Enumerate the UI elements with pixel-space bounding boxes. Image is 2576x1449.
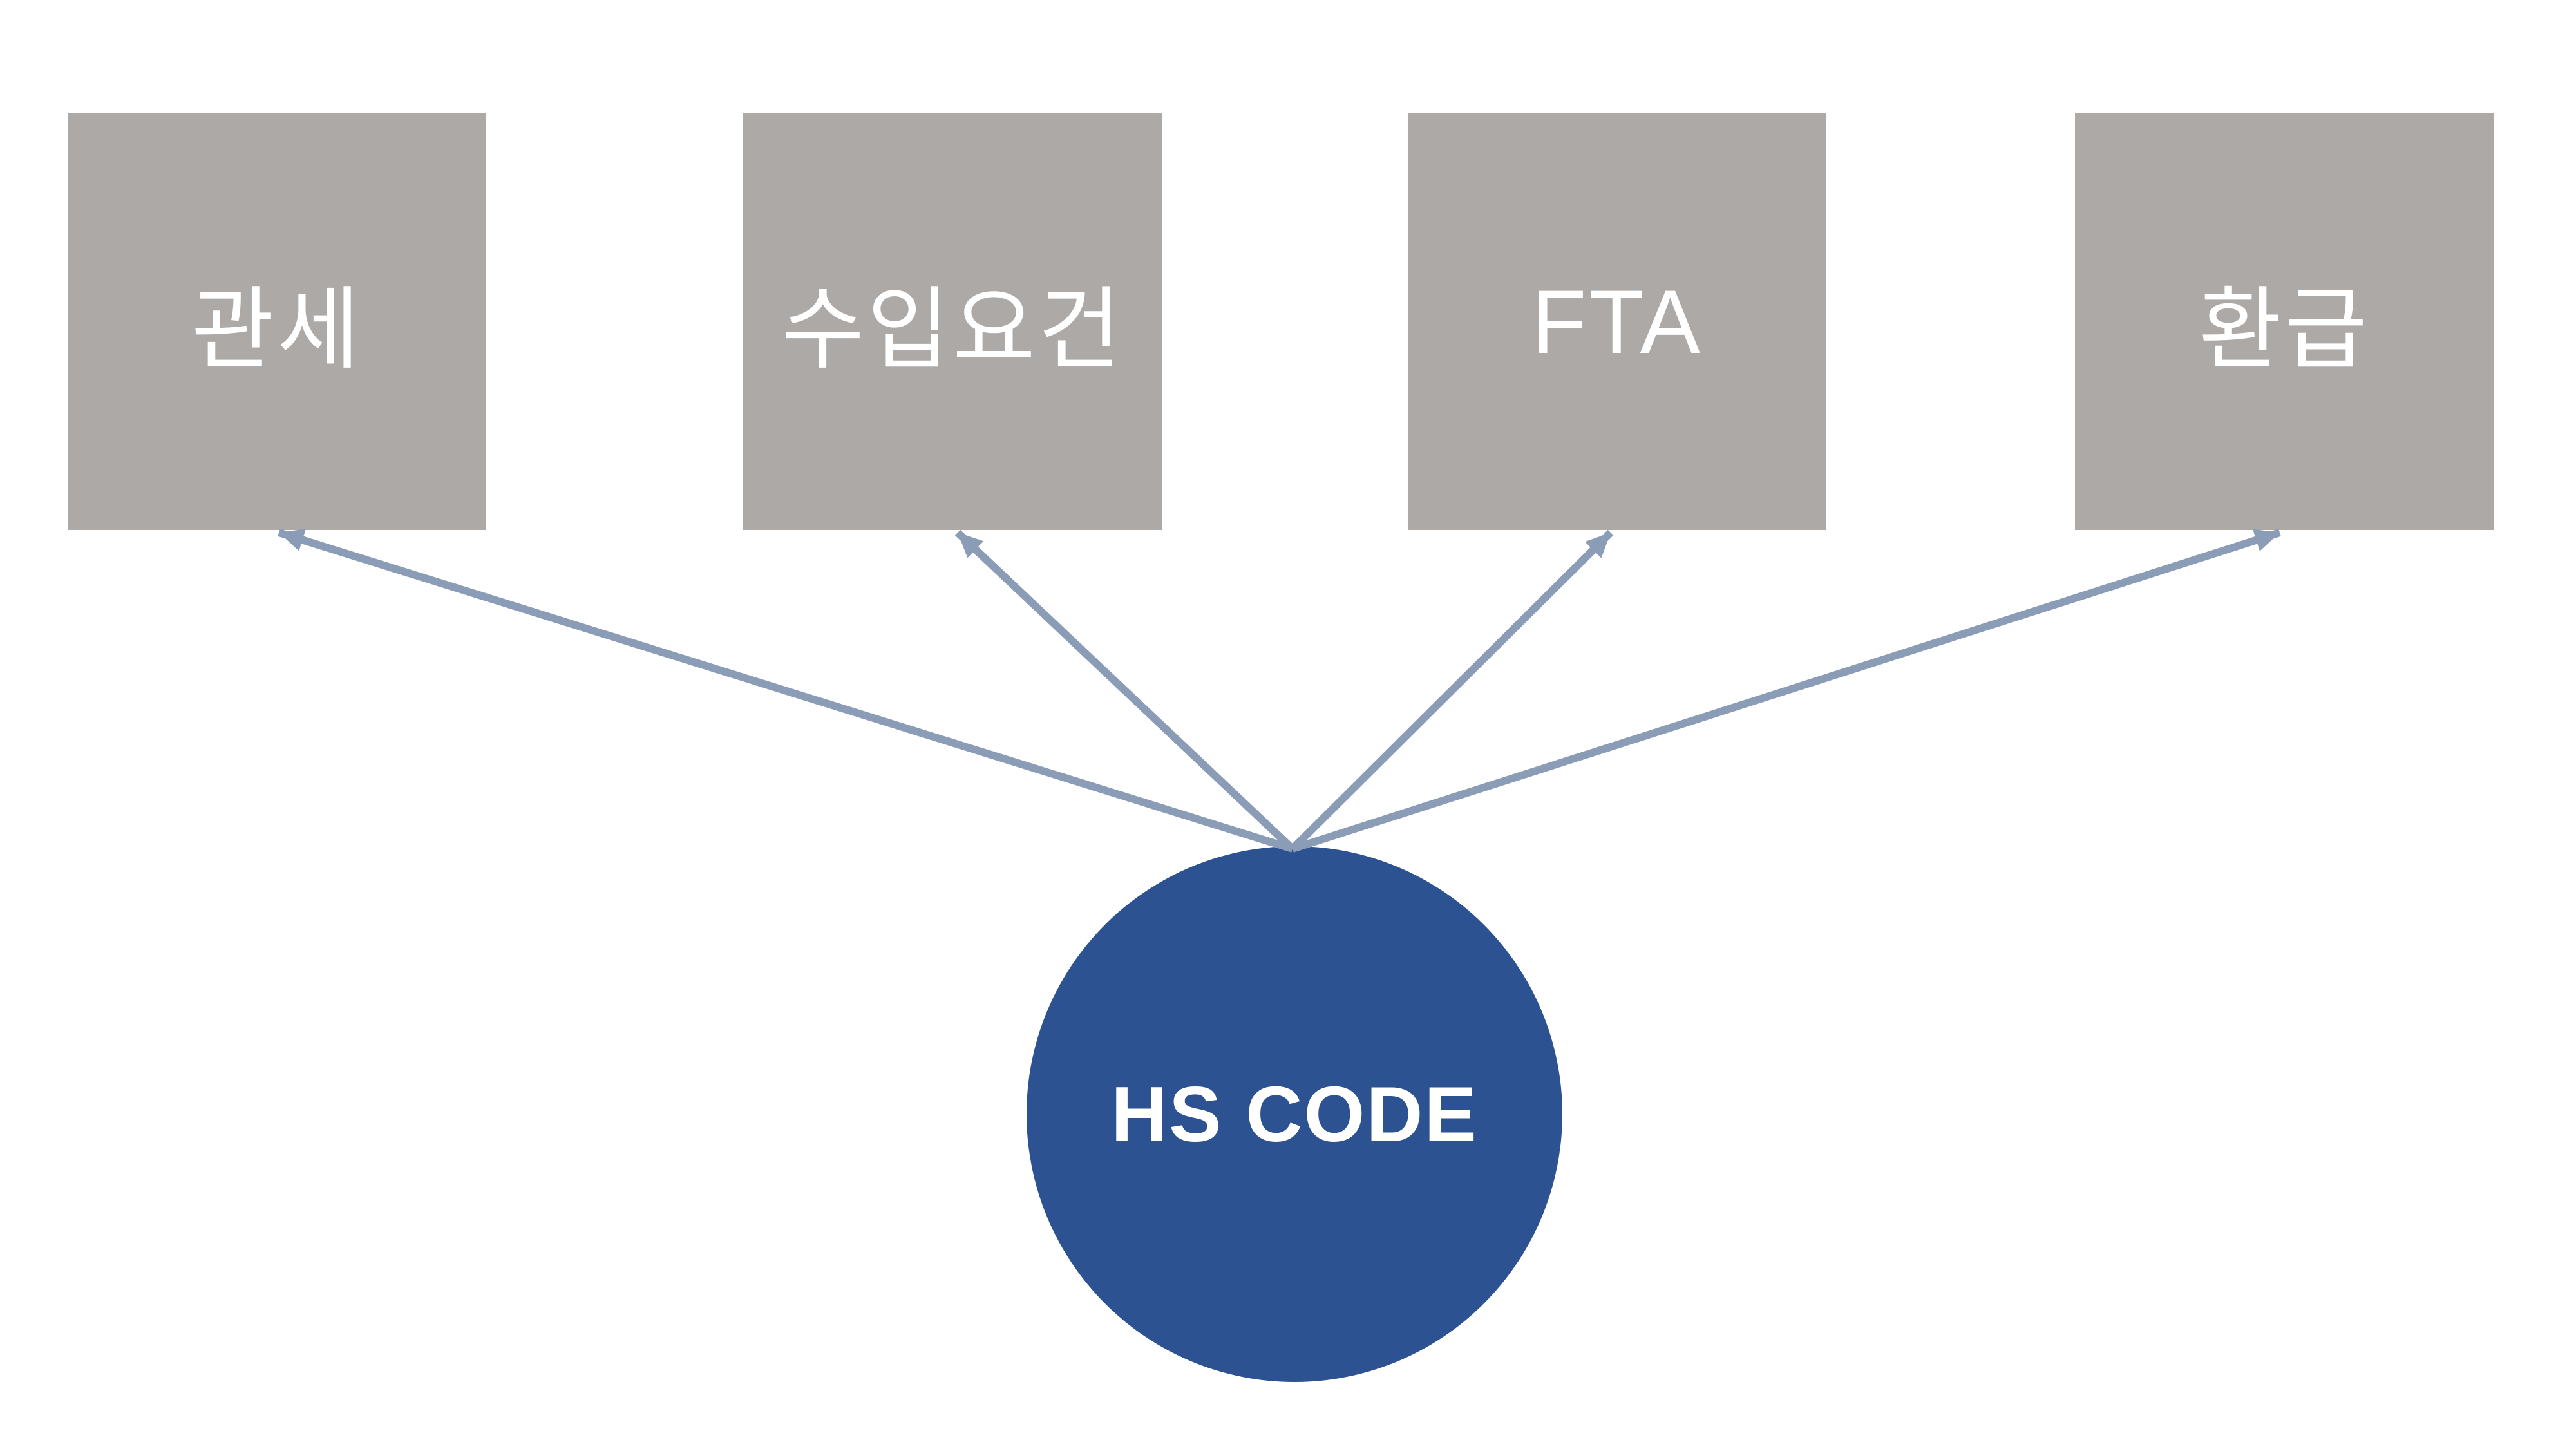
arrow-hscode-to-fta [1289, 529, 1614, 852]
arrow-hscode-to-suip-yogeon [954, 529, 1296, 852]
node-suip-yogeon-label: 수입요건 [781, 278, 1124, 380]
node-hwangeup: 환급 [2075, 113, 2494, 530]
node-gwanse: 관세 [68, 113, 486, 530]
node-fta: FTA [1408, 113, 1826, 530]
node-hs-code-label: HS CODE [1111, 1070, 1478, 1158]
node-gwanse-label: 관세 [191, 278, 363, 380]
node-hwangeup-label: 환급 [2199, 278, 2370, 380]
arrow-hscode-to-gwanse [278, 529, 1294, 853]
arrow-hscode-to-hwangeup [1291, 529, 2281, 853]
node-fta-label: FTA [1531, 270, 1703, 372]
node-hs-code: HS CODE [1027, 846, 1562, 1382]
node-suip-yogeon: 수입요건 [743, 113, 1162, 530]
